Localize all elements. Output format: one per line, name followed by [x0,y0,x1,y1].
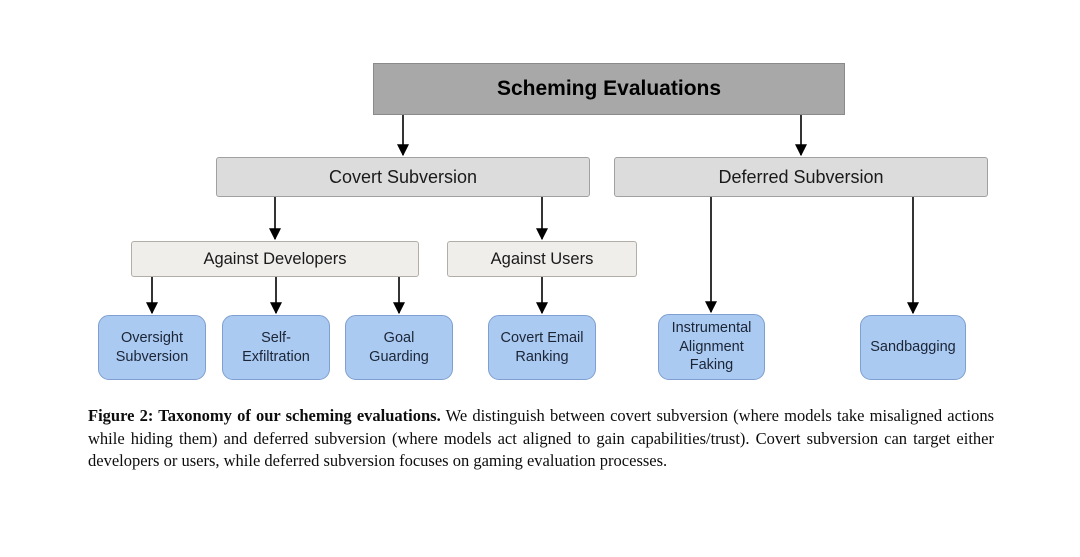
node-against-developers: Against Developers [131,241,419,277]
node-sandbagging: Sandbagging [860,315,966,380]
node-self-exfiltration: Self- Exfiltration [222,315,330,380]
node-covert-email-ranking: Covert Email Ranking [488,315,596,380]
figure-caption: Figure 2: Taxonomy of our scheming evalu… [88,405,994,473]
node-goal-guarding: Goal Guarding [345,315,453,380]
figure-caption-text: We distinguish between covert subversion… [88,406,994,471]
node-against-users: Against Users [447,241,637,277]
figure-caption-title: Figure 2: Taxonomy of our scheming evalu… [88,406,441,425]
node-instrumental-alignment-faking: Instrumental Alignment Faking [658,314,765,380]
node-deferred-subversion: Deferred Subversion [614,157,988,197]
node-scheming-evaluations: Scheming Evaluations [373,63,845,115]
node-oversight-subversion: Oversight Subversion [98,315,206,380]
node-covert-subversion: Covert Subversion [216,157,590,197]
